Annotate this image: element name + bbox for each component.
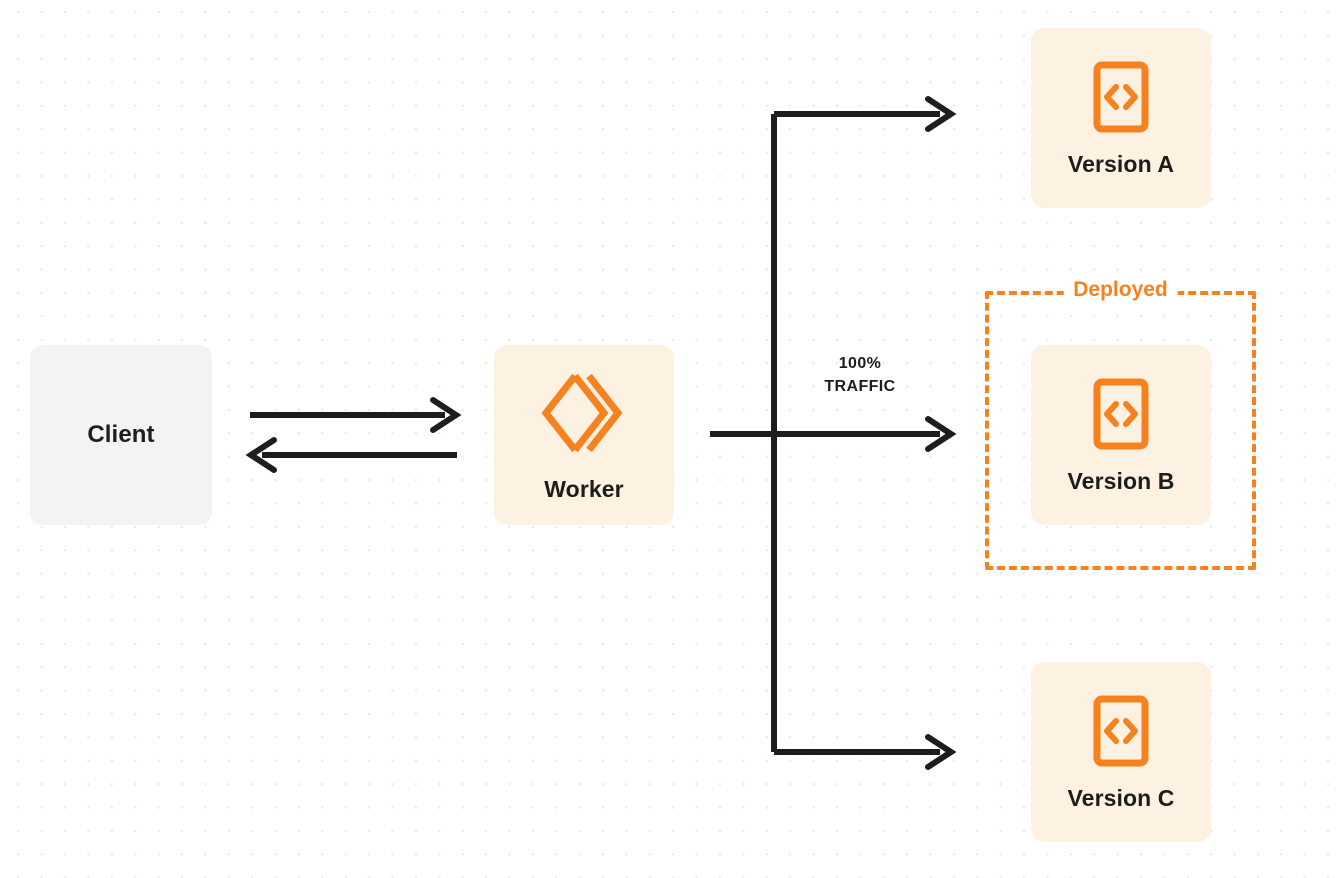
node-version-c[interactable]: Version C <box>1031 662 1211 842</box>
code-file-icon <box>1093 61 1149 133</box>
node-client[interactable]: Client <box>30 345 212 525</box>
node-version-a[interactable]: Version A <box>1031 28 1211 208</box>
node-worker-label: Worker <box>544 475 624 502</box>
traffic-percent: 100% <box>838 355 882 372</box>
code-file-icon <box>1093 695 1149 767</box>
traffic-word: TRAFFIC <box>824 378 896 396</box>
node-version-a-label: Version A <box>1067 150 1175 177</box>
deployed-group: Deployed <box>985 279 1256 570</box>
arrowhead-version-a <box>925 96 957 132</box>
node-version-b[interactable]: Version B <box>1031 345 1211 525</box>
traffic-label: 100% TRAFFIC <box>790 352 930 398</box>
edge-client-to-worker <box>250 397 462 433</box>
code-file-icon <box>1093 378 1149 450</box>
deployed-group-label: Deployed <box>1063 279 1178 300</box>
edge-worker-to-versions <box>710 96 957 770</box>
edge-worker-to-client <box>245 437 457 473</box>
node-version-c-label: Version C <box>1067 784 1175 811</box>
node-client-label: Client <box>87 421 155 448</box>
cloudflare-workers-logo-icon <box>541 370 626 456</box>
arrowhead-version-c <box>925 734 957 770</box>
arrowhead-version-b <box>925 416 957 452</box>
node-worker[interactable]: Worker <box>494 345 674 525</box>
node-version-b-label: Version B <box>1067 467 1175 494</box>
